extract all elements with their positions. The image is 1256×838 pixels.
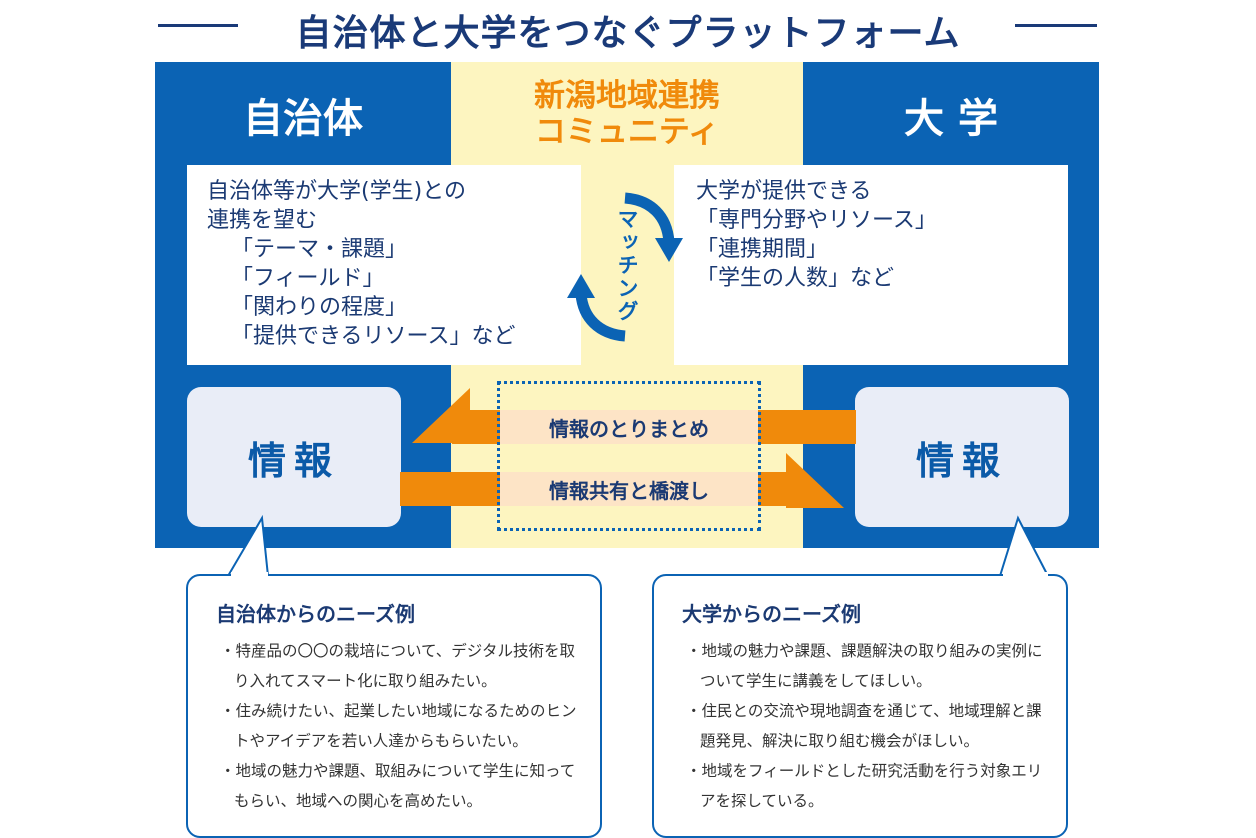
municipality-heading: 自治体 xyxy=(243,96,363,142)
matching-arrow-bottom xyxy=(575,293,626,342)
matching-arrowhead-top xyxy=(655,238,683,262)
share-arrowhead-icon xyxy=(786,453,844,508)
left-tail-join xyxy=(231,572,268,577)
right-bubble-tail-fill xyxy=(1000,518,1048,576)
left-bubble-tail xyxy=(227,514,269,577)
municipality-wishes-line: 連携を望む xyxy=(207,208,318,233)
right-bubble-tail-outline xyxy=(999,515,1049,577)
university-info-box: 情報 xyxy=(855,387,1069,527)
list-item: 地域をフィールドとした研究活動を行う対象エリアを探している。 xyxy=(678,756,1048,816)
municipality-needs-box: 自治体からのニーズ例 特産品の〇〇の栽培について、デジタル技術を取り入れてスマー… xyxy=(186,574,602,838)
gather-label: 情報のとりまとめ xyxy=(549,417,709,441)
title-rule-right xyxy=(1015,24,1097,27)
list-item: 地域の魅力や課題、取組みについて学生に知ってもらい、地域への関心を高めたい。 xyxy=(212,756,582,816)
matching-arrowhead-bottom xyxy=(567,274,595,298)
list-item: 地域の魅力や課題、課題解決の取り組みの実例について学生に講義をしてほしい。 xyxy=(678,636,1048,696)
university-offers-line: 「専門分野やリソース」 xyxy=(696,208,937,233)
university-needs-title: 大学からのニーズ例 xyxy=(682,602,861,626)
municipality-needs-list: 特産品の〇〇の栽培について、デジタル技術を取り入れてスマート化に取り組みたい。 … xyxy=(212,636,582,816)
community-heading-line1: 新潟地域連携 xyxy=(534,78,720,114)
left-bubble-tail-outline xyxy=(227,514,269,577)
list-item: 住み続けたい、起業したい地域になるためのヒントやアイデアを若い人達からもらいたい… xyxy=(212,696,582,756)
municipality-wishes-line: 「フィールド」 xyxy=(231,266,385,291)
university-needs-box: 大学からのニーズ例 地域の魅力や課題、課題解決の取り組みの実例について学生に講義… xyxy=(652,574,1068,838)
gather-arrowhead-icon xyxy=(412,388,470,443)
title-rule-left xyxy=(158,24,238,27)
municipality-needs-title: 自治体からのニーズ例 xyxy=(216,602,415,626)
municipality-info-box: 情報 xyxy=(187,387,401,527)
diagram-title: 自治体と大学をつなぐプラットフォーム xyxy=(295,13,961,54)
university-heading: 大 学 xyxy=(904,96,998,142)
municipality-wishes-line: 「提供できるリソース」など xyxy=(231,324,516,349)
left-bubble-tail-fill xyxy=(228,518,268,576)
right-tail-join xyxy=(1003,572,1048,577)
share-label: 情報共有と橋渡し xyxy=(549,479,709,503)
matching-arrows-icon xyxy=(567,192,683,342)
university-offers-line: 「学生の人数」など xyxy=(696,266,895,291)
info-center-frame xyxy=(497,381,761,531)
municipality-wishes-text: 自治体等が大学(学生)との 連携を望む 「テーマ・課題」 「フィールド」 「関わ… xyxy=(207,177,515,351)
gather-label-bg xyxy=(500,410,758,444)
municipality-wishes-line: 自治体等が大学(学生)との xyxy=(207,179,466,204)
right-bubble-tail xyxy=(999,515,1049,577)
list-item: 住民との交流や現地調査を通じて、地域理解と課題発見、解決に取り組む機会がほしい。 xyxy=(678,696,1048,756)
matching-label: マッチング xyxy=(615,208,639,323)
municipality-wishes-line: 「テーマ・課題」 xyxy=(231,237,408,262)
municipality-wishes-box: 自治体等が大学(学生)との 連携を望む 「テーマ・課題」 「フィールド」 「関わ… xyxy=(187,165,581,365)
university-offers-line: 大学が提供できる xyxy=(696,179,872,204)
university-offers-text: 大学が提供できる 「専門分野やリソース」 「連携期間」 「学生の人数」など xyxy=(696,177,937,293)
community-heading-line2: コミュニティ xyxy=(534,114,720,150)
share-label-bg xyxy=(500,472,758,506)
municipality-wishes-line: 「関わりの程度」 xyxy=(231,295,408,320)
list-item: 特産品の〇〇の栽培について、デジタル技術を取り入れてスマート化に取り組みたい。 xyxy=(212,636,582,696)
university-offers-line: 「連携期間」 xyxy=(696,237,829,262)
community-heading: 新潟地域連携 コミュニティ xyxy=(451,78,803,150)
university-needs-list: 地域の魅力や課題、課題解決の取り組みの実例について学生に講義をしてほしい。 住民… xyxy=(678,636,1048,816)
matching-arrow-top xyxy=(624,192,675,243)
university-offers-box: 大学が提供できる 「専門分野やリソース」 「連携期間」 「学生の人数」など xyxy=(674,165,1068,365)
